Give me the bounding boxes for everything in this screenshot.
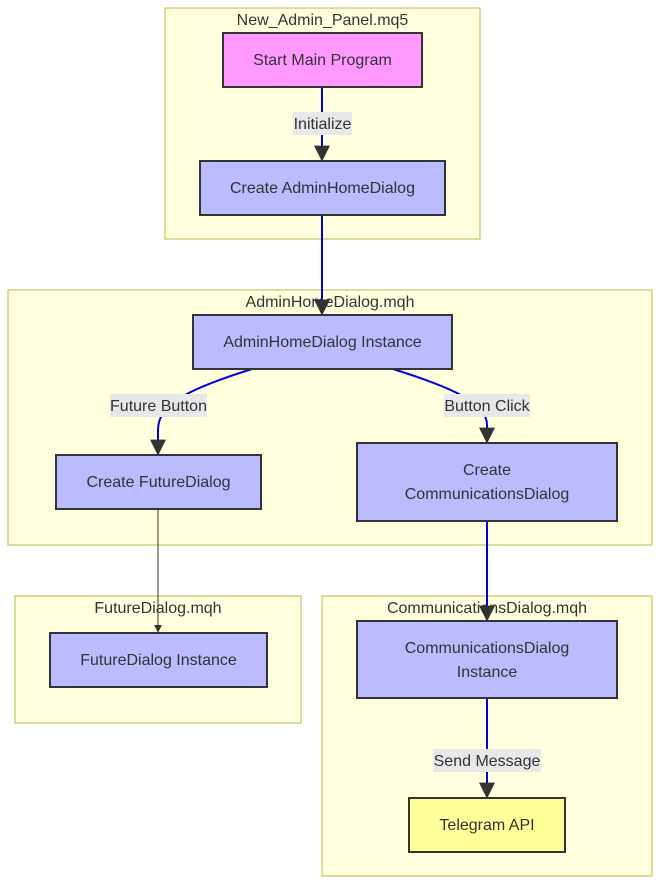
node-label-create-admin-home-dialog: Create AdminHomeDialog xyxy=(230,180,415,197)
edge-label-initialize-text: Initialize xyxy=(294,116,352,133)
node-create-admin-home-dialog: Create AdminHomeDialog xyxy=(199,160,446,216)
edge-label-future-button: Future Button xyxy=(110,394,207,417)
node-label-create-communications-dialog-line1: Create xyxy=(463,462,511,479)
node-label-communications-dialog-instance-line1: CommunicationsDialog xyxy=(405,640,570,657)
edge-label-initialize: Initialize xyxy=(293,112,352,135)
node-label-future-dialog-instance: FutureDialog Instance xyxy=(80,652,237,669)
cluster-label-new-admin-panel: New_Admin_Panel.mq5 xyxy=(237,12,409,29)
node-label-create-communications-dialog-line2: CommunicationsDialog xyxy=(405,486,570,503)
node-create-communications-dialog: Create CommunicationsDialog xyxy=(356,442,618,522)
node-start-main-program: Start Main Program xyxy=(222,32,423,88)
edge-label-button-click: Button Click xyxy=(444,394,531,417)
node-label-communications-dialog-instance-line2: Instance xyxy=(457,664,518,681)
node-label-admin-home-dialog-instance: AdminHomeDialog Instance xyxy=(223,334,421,351)
node-communications-dialog-instance: CommunicationsDialog Instance xyxy=(356,620,618,699)
node-admin-home-dialog-instance: AdminHomeDialog Instance xyxy=(192,314,453,370)
node-future-dialog-instance: FutureDialog Instance xyxy=(49,632,268,688)
node-label-telegram-api: Telegram API xyxy=(439,817,534,834)
edge-label-button-click-text: Button Click xyxy=(444,398,530,415)
node-telegram-api: Telegram API xyxy=(408,797,566,853)
edge-label-send-message-text: Send Message xyxy=(434,753,541,770)
cluster-label-admin-home-dialog: AdminHomeDialog.mqh xyxy=(246,294,415,311)
edge-label-future-button-text: Future Button xyxy=(110,398,207,415)
edge-label-send-message: Send Message xyxy=(433,749,541,772)
node-label-start-main-program: Start Main Program xyxy=(253,52,392,69)
node-create-future-dialog: Create FutureDialog xyxy=(55,454,262,510)
node-label-create-future-dialog: Create FutureDialog xyxy=(86,474,230,491)
